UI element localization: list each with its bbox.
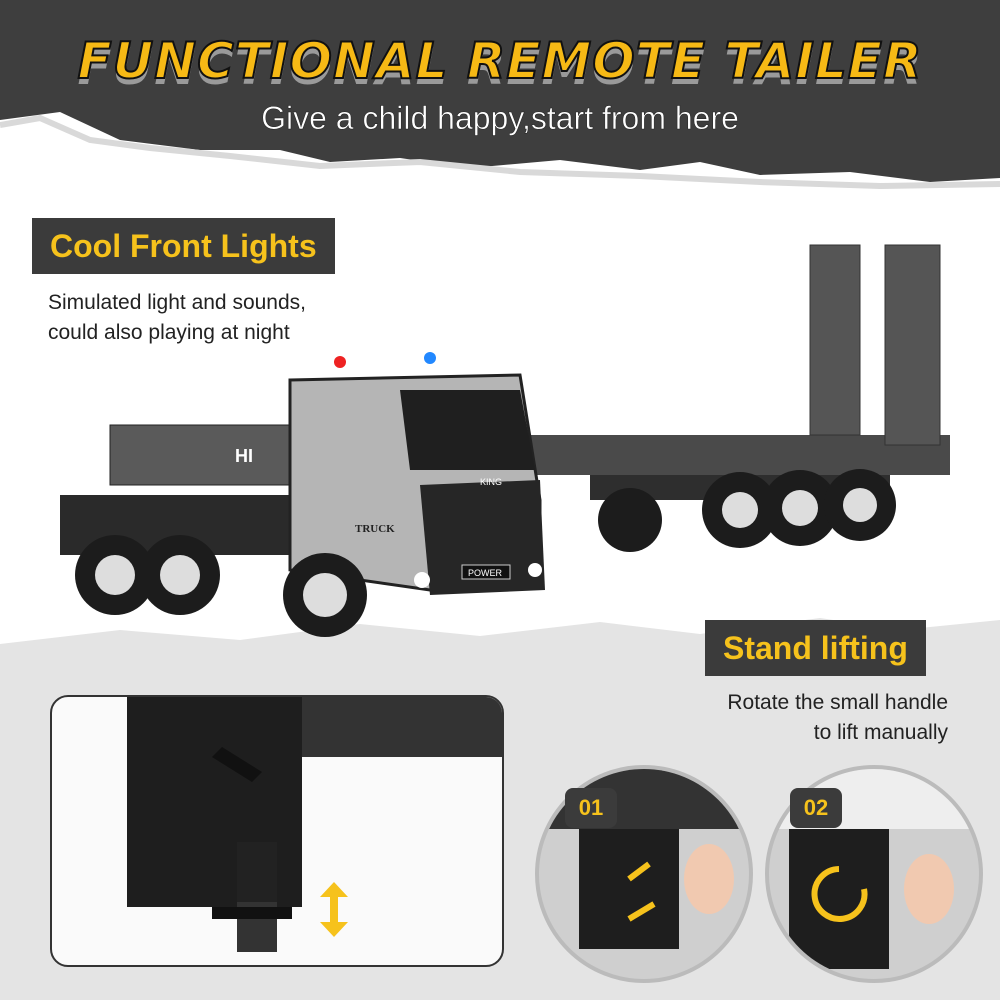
red-siren-light — [334, 356, 346, 368]
stand-detail-inset — [50, 695, 504, 967]
feature-tag-stand-lifting: Stand lifting — [705, 620, 926, 676]
description-line: could also playing at night — [48, 321, 290, 344]
headlight — [414, 572, 430, 588]
feature-description-front-lights: Simulated light and sounds, could also p… — [48, 288, 306, 348]
torn-paper-edge-bottom — [0, 600, 1000, 644]
description-line: Rotate the small handle — [727, 691, 948, 714]
blue-siren-light — [424, 352, 436, 364]
step-2-badge: 02 — [790, 788, 842, 828]
torn-paper-edge — [0, 112, 1000, 200]
arrow-icon — [627, 901, 656, 922]
description-line: Simulated light and sounds, — [48, 291, 306, 314]
box-text: HI — [235, 446, 253, 466]
side-logo: TRUCK — [355, 523, 395, 535]
up-down-arrow-icon — [320, 882, 348, 937]
license-plate: POWER — [468, 568, 503, 578]
step-1-badge: 01 — [565, 788, 617, 828]
page-title: FUNCTIONAL REMOTE TAILER — [77, 31, 923, 91]
arrow-icon — [627, 861, 651, 882]
page-subtitle: Give a child happy,start from here — [261, 100, 739, 137]
rotate-arrow-icon — [811, 866, 868, 922]
headlight — [528, 563, 542, 577]
feature-tag-front-lights: Cool Front Lights — [32, 218, 335, 274]
header-background — [0, 0, 1000, 200]
brand-badge: KING — [480, 477, 502, 487]
feature-description-stand-lifting: Rotate the small handle to lift manually — [727, 688, 948, 748]
stand-mechanism-image — [127, 697, 502, 952]
description-line: to lift manually — [813, 721, 948, 744]
truck-image: HI KING TRUCK POWER — [60, 244, 950, 637]
